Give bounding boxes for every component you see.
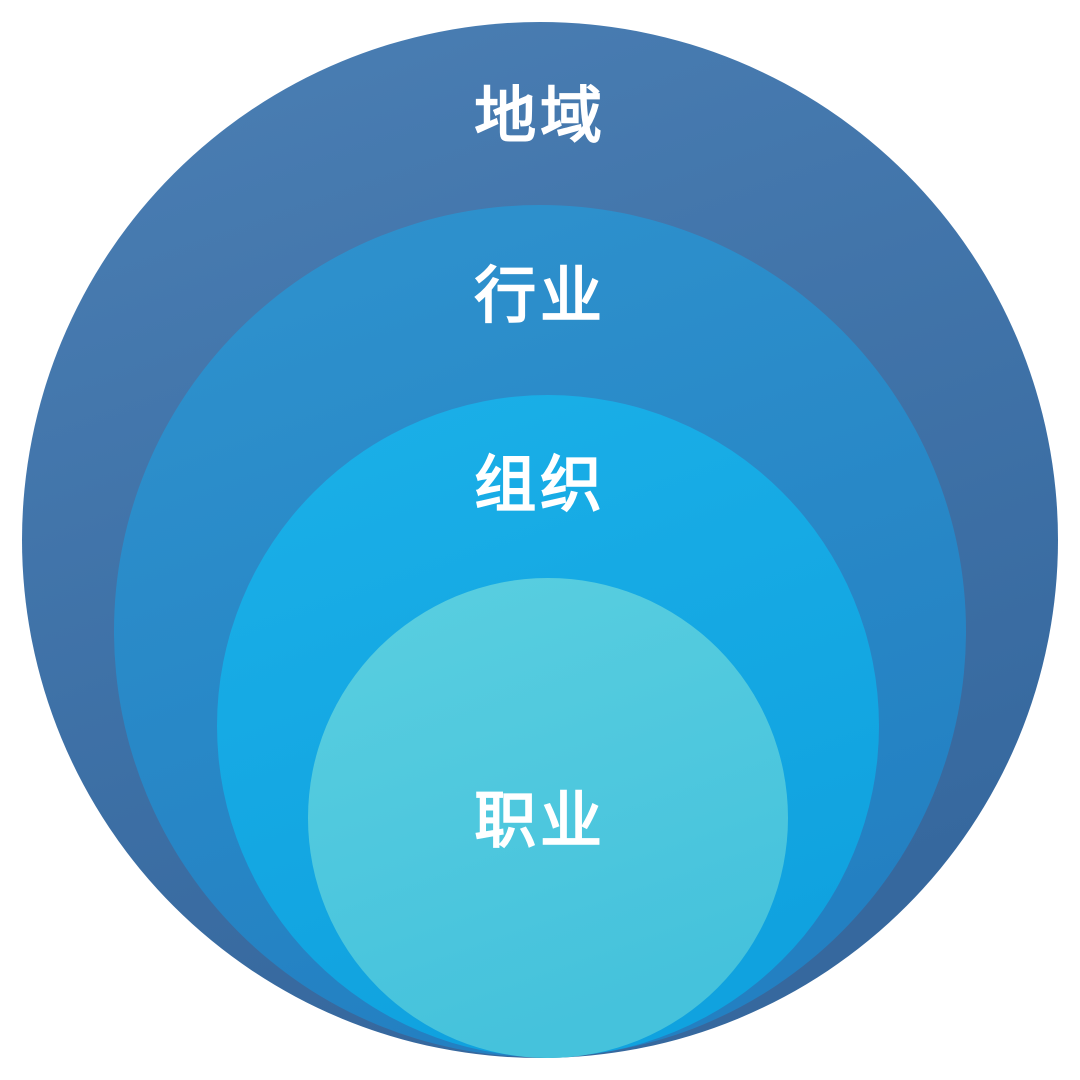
circle-level-4-occupation[interactable] [308, 578, 788, 1058]
